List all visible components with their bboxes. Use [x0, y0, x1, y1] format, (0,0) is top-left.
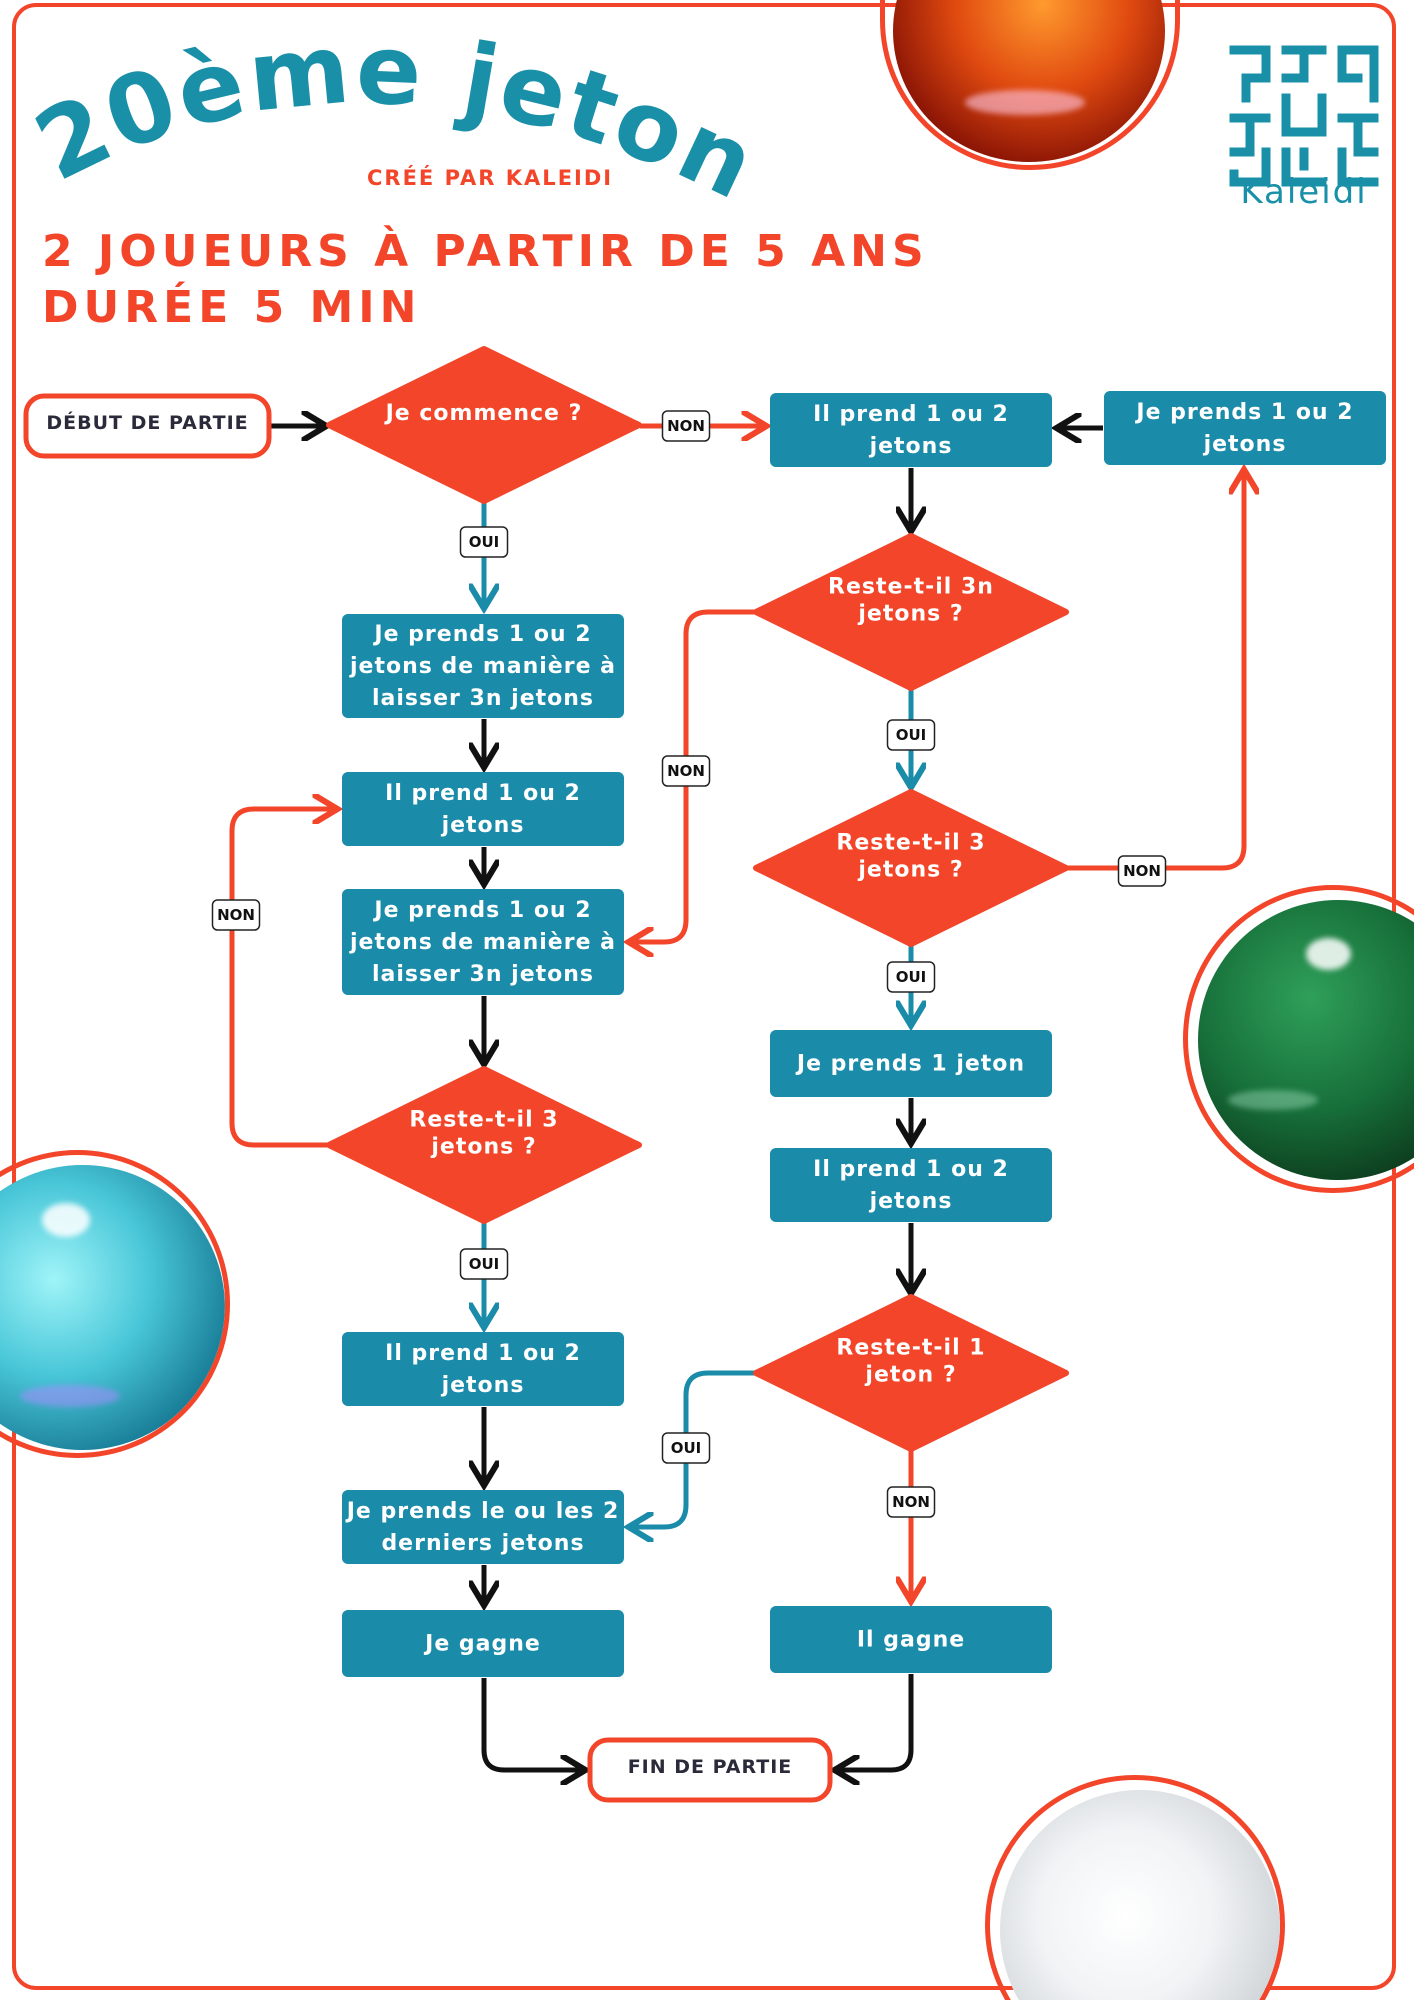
svg-text:OUI: OUI — [469, 533, 500, 551]
edge-label-non: NON — [211, 899, 261, 931]
svg-text:NON: NON — [1123, 862, 1161, 880]
svg-text:OUI: OUI — [896, 968, 927, 986]
edge-r_q_rest3-to-r_i_take — [1066, 472, 1244, 871]
duration-info: DURÉE 5 MIN — [42, 282, 422, 333]
node-label: jetons de manière à — [349, 654, 616, 679]
edge-r_he_wins-to-end — [837, 1674, 914, 1770]
node-label: Reste-t-il 1 — [836, 1336, 985, 1361]
svg-text:OUI: OUI — [896, 726, 927, 744]
node-label: Reste-t-il 3n — [828, 575, 994, 600]
node-label: jetons — [441, 1373, 525, 1398]
node-label: Je prends 1 ou 2 — [1134, 400, 1353, 425]
svg-text:OUI: OUI — [671, 1439, 702, 1457]
node-label: FIN DE PARTIE — [628, 1756, 793, 1778]
node-r-he-takes-1: Il prend 1 ou 2 jetons — [770, 393, 1052, 467]
edge-label-non: NON — [661, 755, 711, 787]
node-r-take1: Je prends 1 jeton — [770, 1030, 1052, 1097]
edge-l_q_rest3-to-l_he_takes_1 — [229, 809, 335, 1148]
logo-name: Kaleidi — [1240, 172, 1368, 212]
svg-text:NON: NON — [667, 417, 705, 435]
node-l-he-takes-2: Il prend 1 ou 2 jetons — [342, 1332, 624, 1406]
edge-label-oui: OUI — [459, 1248, 509, 1280]
node-label: jetons — [441, 813, 525, 838]
node-label: jetons de manière à — [349, 930, 616, 955]
node-label: Il prend 1 ou 2 — [385, 781, 581, 806]
node-label: derniers jetons — [381, 1531, 584, 1556]
node-label: jetons — [869, 434, 953, 459]
blue-marble-decoration — [0, 1150, 230, 1458]
node-label: jetons ? — [857, 602, 963, 627]
node-label: Je prends le ou les 2 — [345, 1499, 620, 1524]
node-start: DÉBUT DE PARTIE — [23, 393, 272, 459]
node-r-he-takes-2: Il prend 1 ou 2 jetons — [770, 1148, 1052, 1222]
node-r-i-take: Je prends 1 ou 2 jetons — [1104, 391, 1386, 465]
edge-label-oui: OUI — [886, 719, 936, 751]
node-l-take-last: Je prends le ou les 2 derniers jetons — [342, 1490, 624, 1564]
edge-label-non: NON — [886, 1486, 936, 1518]
edge-label-oui: OUI — [661, 1432, 711, 1464]
node-label: Il prend 1 ou 2 — [813, 1157, 1009, 1182]
node-label: Il gagne — [857, 1628, 965, 1653]
node-label: jeton ? — [864, 1363, 956, 1388]
maze-logo-icon — [1229, 45, 1379, 187]
node-label: Je prends 1 jeton — [795, 1052, 1025, 1077]
node-l-take-3n-2: Je prends 1 ou 2 jetons de manière à laiss… — [342, 889, 624, 995]
credit-line: CRÉÉ PAR KALEIDI — [367, 166, 614, 190]
node-label: Je prends 1 ou 2 — [372, 622, 591, 647]
edge-label-non: NON — [661, 410, 711, 442]
node-r-he-wins: Il gagne — [770, 1606, 1052, 1673]
edge-l_win-to-end — [481, 1678, 583, 1770]
node-l-win: Je gagne — [342, 1610, 624, 1677]
node-label: Je commence ? — [384, 401, 583, 426]
node-label: laisser 3n jetons — [372, 962, 594, 987]
node-label: laisser 3n jetons — [372, 686, 594, 711]
node-label: jetons ? — [857, 858, 963, 883]
node-label: Je gagne — [423, 1632, 541, 1657]
node-label: jetons — [1203, 432, 1287, 457]
svg-text:NON: NON — [892, 1493, 930, 1511]
edge-label-non: NON — [1117, 855, 1167, 887]
svg-text:NON: NON — [667, 762, 705, 780]
node-l-take-3n-1: Je prends 1 ou 2 jetons de manière à laiss… — [342, 614, 624, 718]
green-marble-decoration — [1183, 885, 1414, 1193]
node-label: DÉBUT DE PARTIE — [46, 411, 248, 434]
edge-label-oui: OUI — [459, 526, 509, 558]
node-q-start: Je commence ? — [326, 346, 642, 504]
node-label: Il prend 1 ou 2 — [813, 402, 1009, 427]
node-label: Reste-t-il 3 — [836, 831, 985, 856]
node-label: Il prend 1 ou 2 — [385, 1341, 581, 1366]
node-label: jetons — [869, 1189, 953, 1214]
players-info: 2 JOUEURS À PARTIR DE 5 ANS — [42, 226, 929, 277]
game-title: 20ème jeton — [28, 38, 748, 222]
node-end: FIN DE PARTIE — [587, 1737, 833, 1803]
node-l-he-takes-1: Il prend 1 ou 2 jetons — [342, 772, 624, 846]
node-label: jetons ? — [430, 1135, 536, 1160]
edge-label-oui: OUI — [886, 961, 936, 993]
svg-text:NON: NON — [217, 906, 255, 924]
node-label: Je prends 1 ou 2 — [372, 898, 591, 923]
node-label: Reste-t-il 3 — [409, 1108, 558, 1133]
svg-text:OUI: OUI — [469, 1255, 500, 1273]
